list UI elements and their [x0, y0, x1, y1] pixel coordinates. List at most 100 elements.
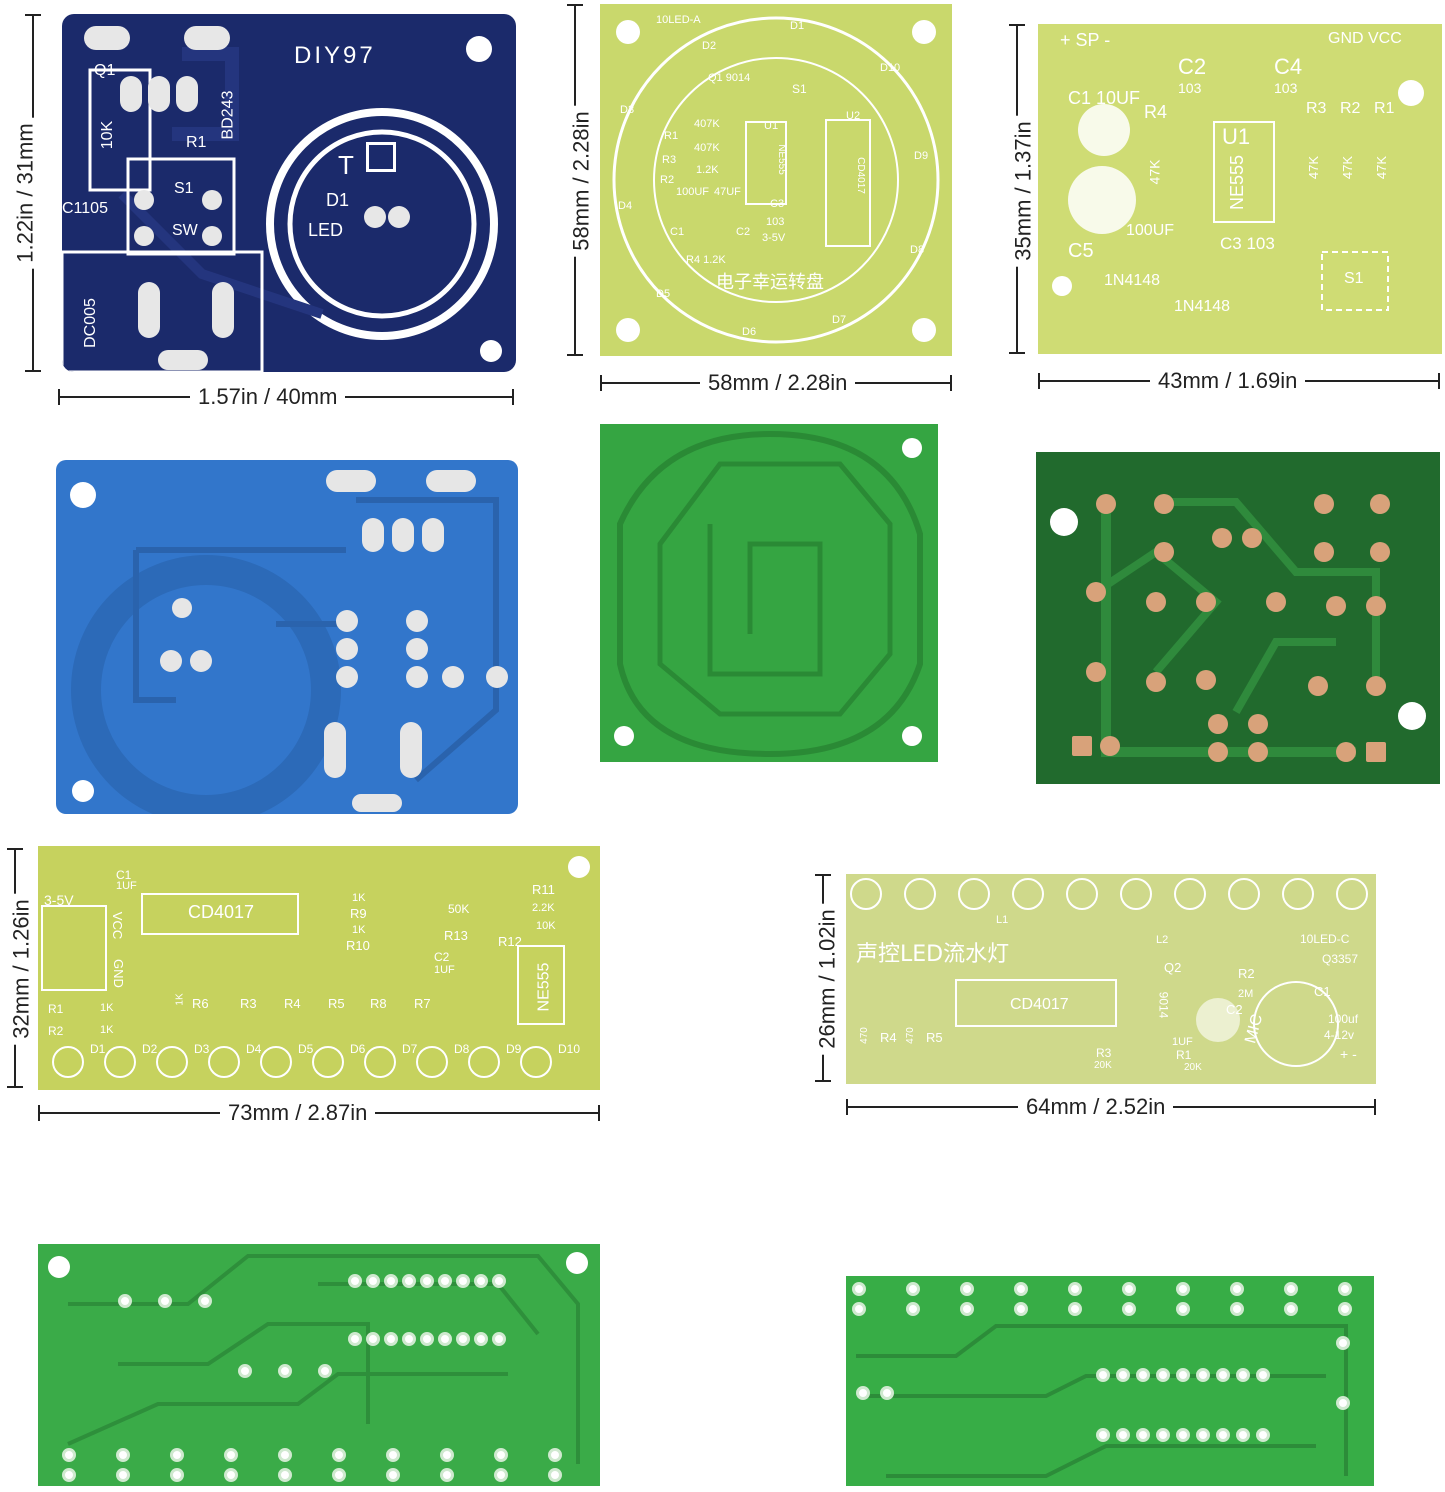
pad: [326, 470, 376, 492]
roulette-cap47: 47UF: [714, 186, 741, 198]
pad: [1370, 542, 1390, 562]
led-footprint: [1282, 878, 1314, 910]
diy97-q1: Q1: [94, 62, 116, 79]
roulette-r12k: 1.2K: [696, 164, 719, 176]
diy97-pad: [134, 190, 154, 210]
led-footprint: [260, 1046, 292, 1078]
solder-pad: [1068, 1282, 1082, 1296]
pad: [1212, 528, 1232, 548]
roulette-c1: C1: [670, 226, 685, 238]
roulette-led-d5: D5: [656, 288, 671, 300]
led-label: D9: [506, 1042, 522, 1056]
solder-pad: [548, 1468, 562, 1482]
solder-pad: [852, 1302, 866, 1316]
roulette-led-d10: D10: [880, 62, 901, 74]
chaser-c2: C2: [434, 950, 450, 964]
sound-r3: R3: [1096, 1046, 1112, 1060]
roulette-bottom-traces: [617, 430, 923, 758]
solder-pad: [402, 1274, 416, 1288]
ne555-r1: R1: [1374, 100, 1395, 117]
solder-pad: [420, 1332, 434, 1346]
sound-cap100: 100uf: [1328, 1012, 1359, 1026]
solder-pad: [494, 1448, 508, 1462]
chaser-r9: R9: [350, 906, 367, 921]
led-footprint: [416, 1046, 448, 1078]
solder-pad: [1196, 1428, 1210, 1442]
ne555-r2: R2: [1340, 100, 1361, 117]
mount-hole: [1050, 508, 1078, 536]
solder-pad: [118, 1294, 132, 1308]
sound-model: 10LED-C: [1300, 932, 1350, 946]
chaser-c1-value: 1UF: [116, 880, 137, 892]
solder-pad: [384, 1332, 398, 1346]
chaser-r12: R12: [498, 934, 522, 949]
solder-pad: [1176, 1428, 1190, 1442]
roulette-mount-hole: [912, 318, 936, 342]
chaser-r12-value: 10K: [536, 920, 556, 932]
diy97-pad: [202, 190, 222, 210]
solder-pad: [492, 1332, 506, 1346]
chaser-r4: R4: [284, 996, 301, 1011]
pad: [1154, 494, 1174, 514]
led-footprint: [1174, 878, 1206, 910]
roulette-s1: S1: [792, 82, 807, 96]
pad: [406, 638, 428, 660]
solder-pad: [1096, 1368, 1110, 1382]
sound-volt: 4-12v: [1324, 1028, 1355, 1042]
ne555-mount-hole: [1052, 276, 1072, 296]
solder-pad: [1236, 1428, 1250, 1442]
chaser-r2-value: 1K: [100, 1024, 114, 1036]
pad: [1242, 528, 1262, 548]
ne555-c2: C2: [1178, 54, 1207, 79]
roulette-cd4017: CD4017: [854, 157, 866, 194]
mount-hole: [70, 482, 96, 508]
diy97-pad: [158, 350, 208, 370]
pad: [1266, 592, 1286, 612]
led-footprint: [364, 1046, 396, 1078]
sound-r3-value: 20K: [1094, 1060, 1112, 1071]
pad: [1072, 736, 1092, 756]
pad: [1154, 542, 1174, 562]
pad: [1366, 676, 1386, 696]
chaser-outline: [41, 893, 565, 1025]
chaser-r8: R8: [370, 996, 387, 1011]
ne555-r2-value: 47K: [1340, 155, 1356, 180]
roulette-ne555: NE555: [775, 144, 787, 175]
pad: [1086, 582, 1106, 602]
roulette-led-d9: D9: [914, 150, 929, 162]
led-label: D10: [558, 1042, 581, 1056]
chaser-r10-value: 1K: [352, 924, 366, 936]
led-footprint: [1228, 878, 1260, 910]
chaser-r11: R11: [532, 882, 555, 897]
led-footprint: [958, 878, 990, 910]
solder-pad: [1338, 1282, 1352, 1296]
pad: [400, 722, 422, 778]
solder-pad: [62, 1448, 76, 1462]
diy97-title: DIY97: [294, 42, 376, 69]
sound-led-row: [846, 874, 1376, 1084]
solder-pad: [62, 1468, 76, 1482]
led-footprint: [52, 1046, 84, 1078]
chaser-c2-value: 1UF: [434, 964, 455, 976]
diy97-pad: [134, 226, 154, 246]
solder-pad: [402, 1332, 416, 1346]
pad: [1314, 542, 1334, 562]
solder-pad: [1116, 1368, 1130, 1382]
chaser-bottom-pads: [38, 1244, 600, 1486]
solder-pad: [880, 1386, 894, 1400]
diy97-mount-hole: [480, 340, 502, 362]
pad: [1314, 494, 1334, 514]
ne555-mount-hole: [1398, 80, 1424, 106]
diy97-t-pad: [366, 142, 396, 172]
chaser-r5: R5: [328, 996, 345, 1011]
diy97-bottom-traces: [71, 497, 499, 814]
solder-pad: [1284, 1282, 1298, 1296]
pad: [1370, 494, 1390, 514]
solder-pad: [1236, 1368, 1250, 1382]
roulette-q1: Q1 9014: [708, 72, 751, 84]
sound-c1: C1: [1314, 984, 1331, 999]
solder-pad: [960, 1282, 974, 1296]
pad: [1248, 714, 1268, 734]
solder-pad: [494, 1468, 508, 1482]
chaser-c1: C1: [116, 868, 132, 882]
